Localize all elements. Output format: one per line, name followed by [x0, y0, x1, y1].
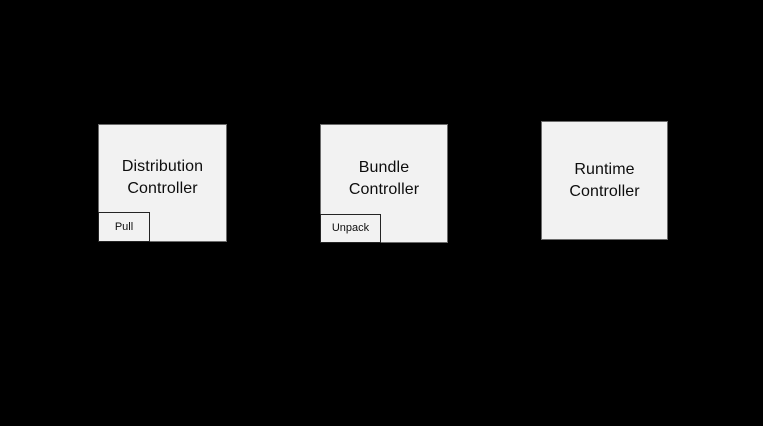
- node-bundle-controller-title: Bundle Controller: [348, 158, 420, 198]
- node-runtime-controller-title: Runtime Controller: [569, 160, 640, 200]
- port-unpack-label: Unpack: [331, 222, 370, 234]
- port-pull-label: Pull: [114, 220, 134, 233]
- port-unpack[interactable]: Unpack: [320, 214, 381, 243]
- port-pull[interactable]: Pull: [98, 212, 150, 242]
- node-distribution-controller-title: Distribution Controller: [121, 158, 204, 197]
- node-runtime-controller[interactable]: Runtime Controller: [541, 121, 668, 240]
